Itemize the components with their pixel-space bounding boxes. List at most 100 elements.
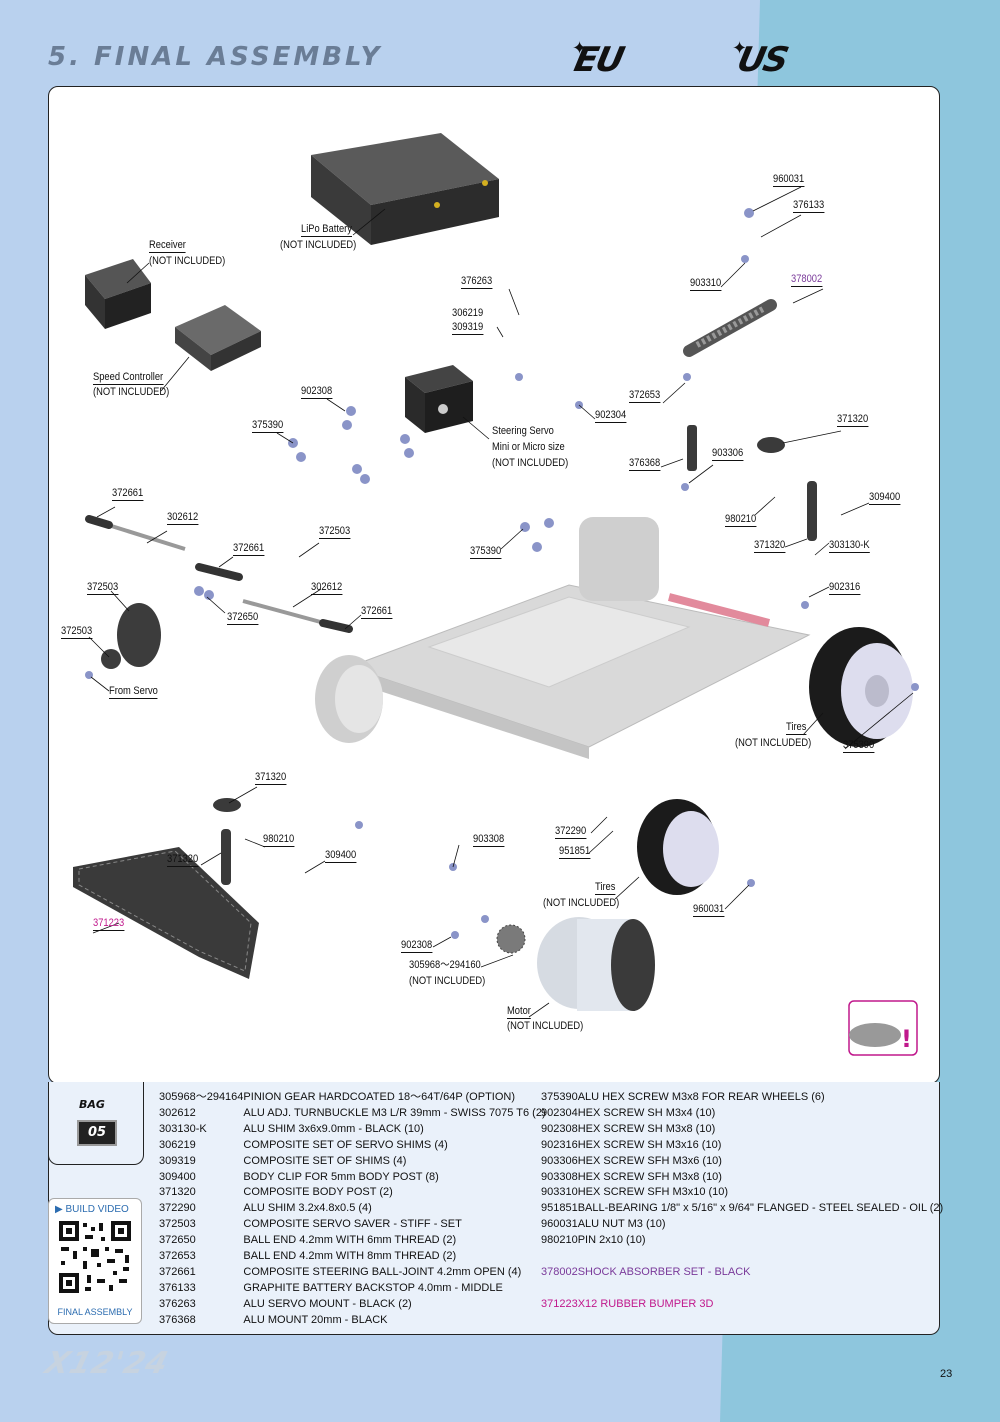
part-description: COMPOSITE STEERING BALL-JOINT 4.2mm OPEN… xyxy=(243,1265,522,1278)
part-description: ALU ADJ. TURNBUCKLE M3 L/R 39mm - SWISS … xyxy=(243,1106,546,1119)
star-icon: ✦ xyxy=(732,38,748,58)
parts-row: 372661 COMPOSITE STEERING BALL-JOINT 4.2m… xyxy=(159,1265,546,1281)
body-warning-icon: ! xyxy=(848,1000,918,1056)
callout-label: 375390 xyxy=(470,545,502,559)
callout-label: 371320 xyxy=(837,413,869,427)
part-number: 378002 xyxy=(541,1265,578,1278)
page-title: 5. FINAL ASSEMBLY xyxy=(48,42,383,72)
part-description: HEX SCREW SH M3x8 (10) xyxy=(577,1122,716,1135)
part-number: 375390 xyxy=(541,1091,578,1103)
callout-label: 372661 xyxy=(233,542,265,556)
part-number: 376133 xyxy=(159,1281,196,1294)
part-number: 372661 xyxy=(159,1265,196,1278)
part-number: 372503 xyxy=(159,1218,196,1231)
callout-label: 303130-K xyxy=(829,539,870,553)
parts-row: 371320 COMPOSITE BODY POST (2) xyxy=(159,1185,546,1201)
callout-label: (NOT INCLUDED) xyxy=(149,255,226,267)
part-description: X12 RUBBER BUMPER 3D xyxy=(577,1297,714,1310)
servo-saver-illustration xyxy=(101,603,161,669)
callout-label: 376133 xyxy=(793,199,825,213)
callout-label: 372503 xyxy=(61,625,93,639)
callout-label: 902308 xyxy=(301,385,333,399)
callout-label: 371223 xyxy=(93,917,125,931)
callout-label: (NOT INCLUDED) xyxy=(492,457,569,469)
callout-label: 375390 xyxy=(252,419,284,433)
part-description: ALU NUT M3 (10) xyxy=(577,1218,666,1231)
callout-label: 378002 xyxy=(791,273,823,287)
part-number: 376263 xyxy=(159,1297,196,1310)
body-posts-illustration xyxy=(213,425,817,885)
callout-label: Tires xyxy=(786,721,807,735)
callout-label: 903308 xyxy=(473,833,505,847)
part-description: BODY CLIP FOR 5mm BODY POST (8) xyxy=(243,1170,439,1183)
part-number: 371223 xyxy=(541,1297,578,1310)
part-description: ALU SHIM 3.2x4.8x0.5 (4) xyxy=(243,1202,372,1215)
callout-label: LiPo Battery xyxy=(301,223,352,237)
screws-illustration xyxy=(85,208,919,939)
qr-title: BUILD VIDEO xyxy=(65,1204,129,1215)
callout-label: 902304 xyxy=(595,409,627,423)
parts-row xyxy=(541,1281,943,1297)
part-description: HEX SCREW SFH M3x6 (10) xyxy=(577,1154,722,1167)
part-number: 902316 xyxy=(541,1138,578,1151)
part-description: COMPOSITE SERVO SAVER - STIFF - SET xyxy=(243,1218,462,1231)
assembly-diagram-panel: ! LiPo Battery (NOT INCLUDED) Receiver (… xyxy=(48,86,940,1084)
callout-label: 371320 xyxy=(255,771,287,785)
part-description: BALL END 4.2mm WITH 6mm THREAD (2) xyxy=(243,1234,457,1247)
callout-label: 372653 xyxy=(629,389,661,403)
part-number: 903306 xyxy=(541,1154,578,1167)
callout-label: 372650 xyxy=(227,611,259,625)
part-description: COMPOSITE BODY POST (2) xyxy=(243,1186,393,1199)
part-number: 305968～294164 xyxy=(159,1091,244,1103)
callout-label: 372661 xyxy=(361,605,393,619)
part-number: 372650 xyxy=(159,1234,196,1247)
region-eu-logo: EU xyxy=(570,40,627,80)
callout-label: 902316 xyxy=(829,581,861,595)
part-number: 371320 xyxy=(159,1186,196,1199)
parts-row xyxy=(541,1249,943,1265)
build-video-qr[interactable]: ▶ BUILD VIDEO FINAL ASSEMBLY xyxy=(48,1198,142,1324)
callout-label: 980210 xyxy=(725,513,757,527)
pinion-gear-illustration xyxy=(496,924,526,954)
rubber-bumper-illustration xyxy=(73,847,259,979)
part-number: 902308 xyxy=(541,1122,578,1135)
rear-tire-illustration xyxy=(809,627,913,747)
callout-label: Mini or Micro size xyxy=(492,441,565,453)
callout-label: (NOT INCLUDED) xyxy=(409,975,486,987)
parts-row: 372650 BALL END 4.2mm WITH 6mm THREAD (2) xyxy=(159,1233,546,1249)
parts-row: 372503 COMPOSITE SERVO SAVER - STIFF - SE… xyxy=(159,1217,546,1233)
callout-label: 371320 xyxy=(167,853,199,867)
callout-label: 306219 xyxy=(452,307,484,319)
callout-label: 302612 xyxy=(167,511,199,525)
part-description: BALL END 4.2mm WITH 8mm THREAD (2) xyxy=(243,1250,457,1263)
speed-controller-illustration xyxy=(175,305,261,371)
callout-label: 309400 xyxy=(325,849,357,863)
region-us-logo: US xyxy=(733,40,791,80)
part-description: HEX SCREW SFH M3x8 (10) xyxy=(577,1170,722,1183)
callout-label: 372503 xyxy=(87,581,119,595)
turnbuckles-illustration xyxy=(85,515,353,633)
callout-label: 960031 xyxy=(773,173,805,187)
part-description: ALU MOUNT 20mm - BLACK xyxy=(243,1313,388,1326)
part-number: 372290 xyxy=(159,1202,196,1215)
part-number: 309319 xyxy=(159,1154,196,1167)
callout-label: 371320 xyxy=(754,539,786,553)
star-icon: ✦ xyxy=(572,38,588,58)
part-description: PINION GEAR HARDCOATED 18～64T/64P (OPTIO… xyxy=(243,1091,516,1103)
bag-number: 05 xyxy=(77,1120,117,1146)
part-description: HEX SCREW SH M3x16 (10) xyxy=(577,1138,722,1151)
bag-label: BAG xyxy=(79,1098,105,1111)
callout-label: 376263 xyxy=(461,275,493,289)
part-number: 306219 xyxy=(159,1138,196,1151)
